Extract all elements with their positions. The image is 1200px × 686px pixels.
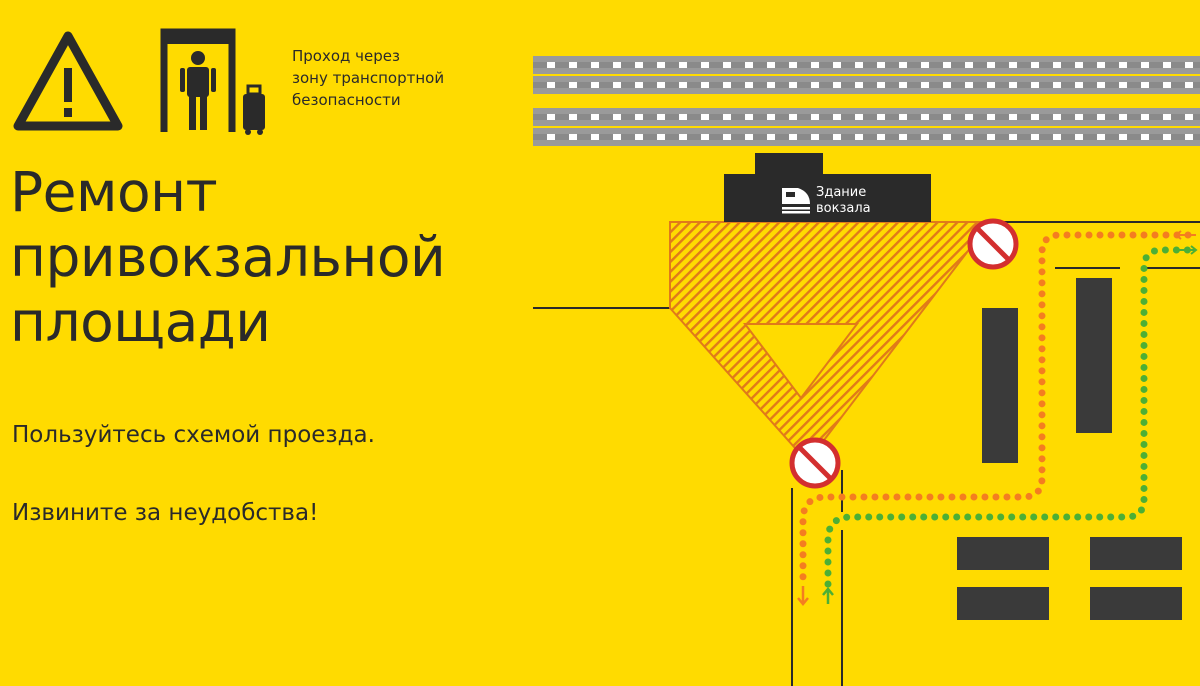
title-line: привокзальной bbox=[10, 225, 446, 289]
notice-line: зону транспортной bbox=[292, 69, 445, 87]
parking-block bbox=[957, 587, 1049, 620]
train-icon bbox=[782, 188, 810, 214]
use-scheme-text: Пользуйтесь схемой проезда. bbox=[12, 422, 375, 448]
security-zone-notice: Проход через зону транспортной безопасно… bbox=[292, 45, 444, 111]
station-label-line: вокзала bbox=[816, 201, 871, 216]
page-title: Ремонт привокзальной площади bbox=[10, 160, 530, 355]
rail-track bbox=[533, 76, 1200, 94]
no-entry-sign-icon bbox=[967, 218, 1019, 270]
rail-track bbox=[533, 128, 1200, 146]
closed-construction-area bbox=[669, 221, 993, 449]
security-gate-person-icon bbox=[160, 28, 236, 132]
parking-block bbox=[1076, 278, 1112, 433]
parking-blocks bbox=[957, 278, 1182, 620]
exit-route-path bbox=[799, 231, 1192, 584]
entry-arrow-icon bbox=[822, 587, 834, 604]
title-line: Ремонт bbox=[10, 160, 218, 224]
exit-arrow-icon bbox=[1174, 230, 1196, 240]
luggage-icon bbox=[243, 84, 265, 135]
road-lines bbox=[533, 221, 1200, 686]
station-label: Здание вокзала bbox=[816, 185, 871, 216]
parking-block bbox=[1090, 587, 1182, 620]
notice-line: безопасности bbox=[292, 91, 401, 109]
exit-arrow-icon bbox=[797, 586, 809, 606]
parking-block bbox=[1090, 537, 1182, 570]
warning-triangle-icon bbox=[13, 31, 123, 131]
apology-text: Извините за неудобства! bbox=[12, 500, 319, 526]
rail-track bbox=[533, 56, 1200, 74]
rail-track bbox=[533, 108, 1200, 126]
station-building bbox=[724, 153, 931, 222]
no-entry-sign-icon bbox=[789, 437, 841, 489]
entry-arrow-icon bbox=[1176, 245, 1198, 255]
parking-block bbox=[982, 308, 1018, 463]
entry-route-path bbox=[824, 246, 1194, 588]
parking-block bbox=[957, 537, 1049, 570]
railway-tracks bbox=[533, 56, 1200, 146]
notice-line: Проход через bbox=[292, 47, 400, 65]
title-line: площади bbox=[10, 290, 271, 354]
station-label-line: Здание bbox=[816, 185, 866, 200]
